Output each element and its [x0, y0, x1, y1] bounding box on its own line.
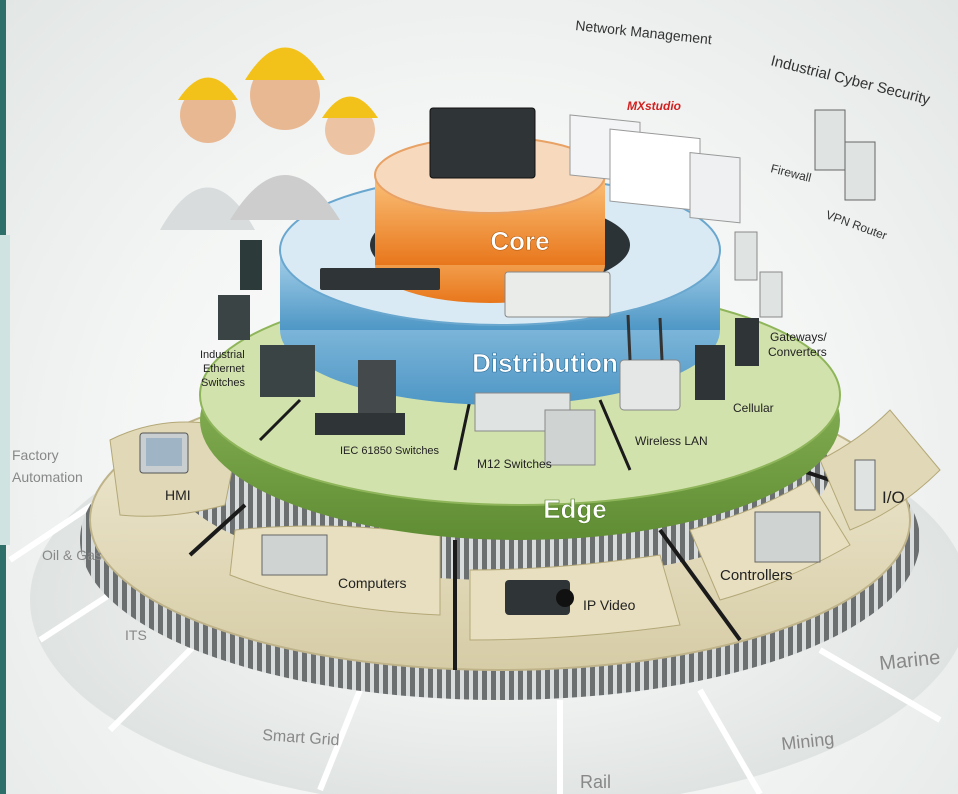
fa-line-1: Factory [12, 447, 59, 463]
oil-gas-label: Oil & Gas [42, 547, 102, 563]
rail-label: Rail [580, 772, 611, 792]
computer-device [261, 534, 328, 576]
wireless-lan-label: Wireless LAN [635, 434, 708, 448]
left-panel [0, 235, 10, 545]
fa-line-2: Automation [12, 469, 83, 485]
controller-device [754, 511, 821, 563]
its-label: ITS [125, 627, 147, 643]
ethernet-switch-2 [218, 295, 250, 340]
io-device [854, 459, 876, 511]
m12-switches-label: M12 Switches [477, 457, 552, 471]
mxstudio-screens [569, 114, 741, 224]
ethernet-switch-3 [260, 345, 315, 397]
industrial-cyber-security-label: Industrial Cyber Security [769, 52, 932, 108]
ies-line-2: Ethernet [203, 363, 245, 375]
factory-automation-label: Factory Automation [12, 447, 83, 485]
iec-switch-2 [315, 413, 405, 435]
ies-line-1: Industrial [200, 349, 245, 361]
firewall-label: Firewall [769, 161, 813, 185]
cellular-label: Cellular [733, 401, 774, 415]
gateway-3 [735, 318, 759, 366]
gateway-1 [734, 231, 758, 281]
white-rack-switch [504, 271, 611, 318]
gateway-2 [759, 271, 783, 318]
vpn-router-label: VPN Router [824, 208, 889, 243]
core-chassis-switch [429, 107, 536, 179]
distribution-label: Distribution [472, 348, 618, 378]
gateways-converters-label: Gateways/ Converters [768, 330, 830, 359]
gw-line-1: Gateways/ [770, 330, 827, 344]
ies-line-3: Switches [201, 377, 246, 389]
hmi-label: HMI [165, 487, 191, 503]
smart-grid-label: Smart Grid [262, 727, 340, 749]
network-management-label: Network Management [575, 17, 713, 47]
mxstudio-label: MXstudio [627, 99, 681, 113]
devices [139, 107, 876, 615]
wireless-ap [619, 359, 681, 411]
ethernet-switch-1 [240, 240, 262, 290]
firewall-device [814, 109, 846, 171]
iec-61850-switches-label: IEC 61850 Switches [340, 445, 440, 457]
rackmount-switch [320, 268, 440, 290]
cellular-device [695, 345, 725, 400]
edge-label: Edge [543, 494, 607, 524]
workers-illustration [160, 47, 378, 230]
ip-camera [505, 580, 570, 615]
vpn-router-device [844, 141, 876, 201]
industrial-ethernet-switches-label: Industrial Ethernet Switches [200, 349, 248, 389]
m12-switch-2 [544, 409, 596, 466]
iec-switch-1 [358, 360, 396, 415]
computers-label: Computers [338, 575, 406, 591]
gw-line-2: Converters [768, 345, 827, 359]
core-label: Core [490, 226, 549, 256]
controllers-label: Controllers [720, 567, 793, 584]
ip-video-label: IP Video [583, 597, 636, 613]
io-label: I/O [882, 488, 905, 507]
